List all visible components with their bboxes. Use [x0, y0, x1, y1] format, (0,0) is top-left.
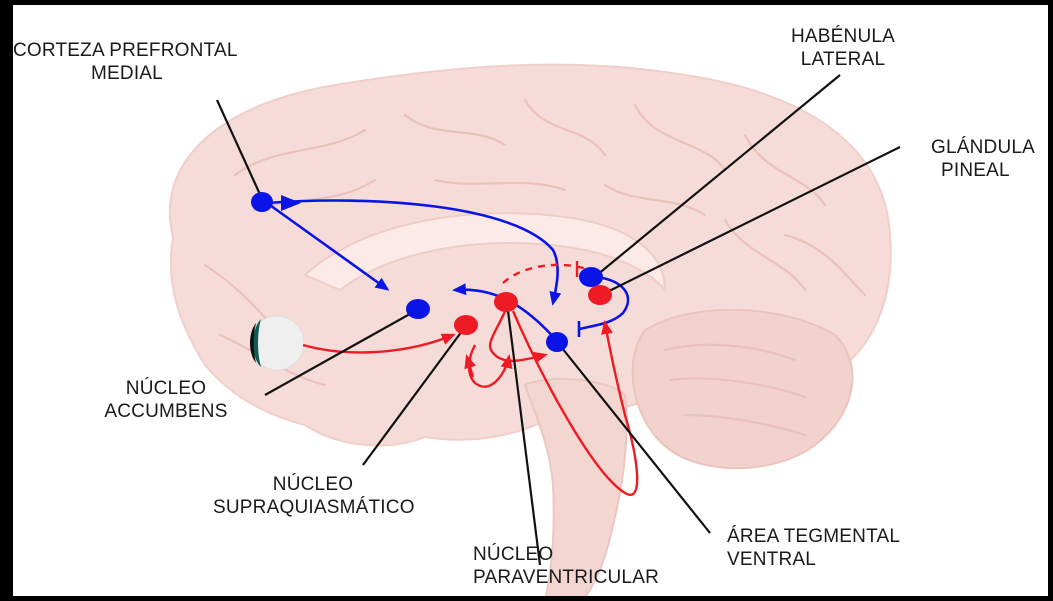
- label-nucleus-accumbens: NÚCLEO ACCUMBENS: [101, 377, 231, 423]
- accumbens-node: [406, 299, 430, 319]
- eye-icon: [250, 316, 304, 370]
- label-line: CORTEZA PREFRONTAL: [13, 39, 238, 62]
- pfc-node: [251, 192, 273, 212]
- scn-node: [454, 315, 478, 335]
- habenula-node: [579, 267, 603, 287]
- label-line: MEDIAL: [13, 62, 238, 85]
- label-line: NÚCLEO: [213, 473, 413, 496]
- label-ventral-tegmental-area: ÁREA TEGMENTAL VENTRAL: [727, 525, 900, 571]
- pineal-node: [588, 285, 612, 305]
- label-line: ÁREA TEGMENTAL: [727, 525, 900, 548]
- label-line: PINEAL: [931, 159, 1035, 182]
- pvn-node: [494, 292, 518, 312]
- label-line: HABÉNULA: [773, 25, 913, 48]
- label-lateral-habenula: HABÉNULA LATERAL: [773, 25, 913, 71]
- label-suprachiasmatic-nucleus: NÚCLEO SUPRAQUIASMÁTICO: [213, 473, 413, 519]
- label-line: GLÁNDULA: [931, 136, 1035, 159]
- label-prefrontal-cortex: CORTEZA PREFRONTAL MEDIAL: [13, 39, 238, 85]
- label-line: SUPRAQUIASMÁTICO: [213, 496, 413, 519]
- brain-diagram: [5, 5, 1053, 601]
- label-pineal-gland: GLÁNDULA PINEAL: [931, 136, 1035, 182]
- label-line: PARAVENTRICULAR: [473, 566, 659, 589]
- label-line: NÚCLEO: [473, 543, 659, 566]
- label-paraventricular-nucleus: NÚCLEO PARAVENTRICULAR: [473, 543, 659, 589]
- vta-node: [546, 332, 568, 352]
- label-line: VENTRAL: [727, 548, 900, 571]
- cerebellum: [633, 310, 853, 468]
- label-line: NÚCLEO: [101, 377, 231, 400]
- label-line: LATERAL: [773, 48, 913, 71]
- label-line: ACCUMBENS: [101, 400, 231, 423]
